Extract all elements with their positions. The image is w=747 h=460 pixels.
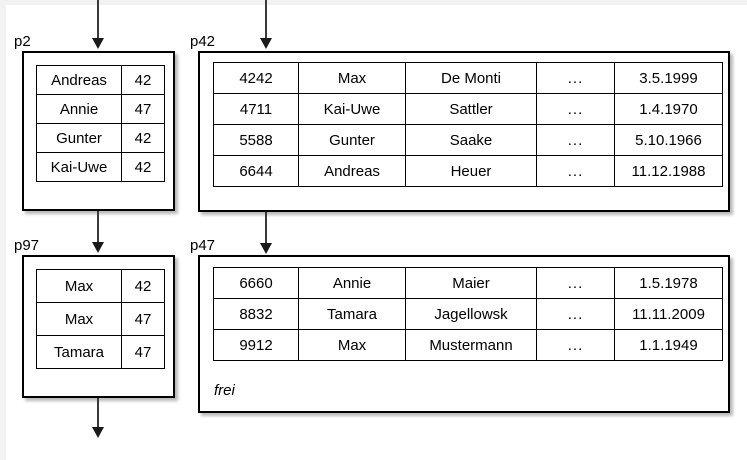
page-table-p47: 6660 Annie Maier ... 1.5.1978 8832 Tamar… bbox=[213, 267, 723, 361]
page-table-p2: Andreas 42 Annie 47 Gunter 42 Kai-Uwe 42 bbox=[36, 65, 165, 182]
cell-first: Tamara bbox=[298, 298, 406, 330]
arrow-p2-to-p97 bbox=[92, 211, 104, 256]
cell-last: De Monti bbox=[405, 62, 537, 94]
cell-date: 11.11.2009 bbox=[614, 298, 723, 330]
cell-first: Kai-Uwe bbox=[298, 93, 406, 125]
arrow-out-of-p97 bbox=[92, 398, 104, 443]
table-row: 4711 Kai-Uwe Sattler ... 1.4.1970 bbox=[213, 93, 723, 125]
cell-more: ... bbox=[536, 62, 615, 94]
cell-more: ... bbox=[536, 93, 615, 125]
page-label-p42: p42 bbox=[190, 33, 216, 50]
cell-name: Kai-Uwe bbox=[36, 152, 122, 182]
page-label-p47: p47 bbox=[190, 237, 216, 254]
cell-name: Andreas bbox=[36, 65, 122, 95]
cell-bucket: 47 bbox=[121, 94, 165, 124]
cell-date: 1.5.1978 bbox=[614, 267, 723, 299]
cell-first: Max bbox=[298, 62, 406, 94]
table-row: Max 47 bbox=[36, 302, 165, 336]
cell-last: Saake bbox=[405, 124, 537, 156]
cell-id: 4242 bbox=[213, 62, 299, 94]
cell-date: 11.12.1988 bbox=[614, 155, 723, 187]
table-row: 6660 Annie Maier ... 1.5.1978 bbox=[213, 267, 723, 299]
arrow-into-p42 bbox=[260, 0, 272, 50]
cell-id: 5588 bbox=[213, 124, 299, 156]
cell-more: ... bbox=[536, 298, 615, 330]
cell-name: Annie bbox=[36, 94, 122, 124]
table-row: Annie 47 bbox=[36, 94, 165, 124]
cell-date: 5.10.1966 bbox=[614, 124, 723, 156]
cell-bucket: 42 bbox=[121, 65, 165, 95]
table-row: Tamara 47 bbox=[36, 335, 165, 369]
page-margin-left bbox=[0, 0, 6, 460]
cell-bucket: 47 bbox=[121, 302, 165, 336]
cell-last: Heuer bbox=[405, 155, 537, 187]
arrow-p42-to-p47 bbox=[260, 212, 272, 257]
arrow-into-p2 bbox=[92, 0, 104, 50]
cell-first: Max bbox=[298, 329, 406, 361]
cell-first: Gunter bbox=[298, 124, 406, 156]
page-margin-top bbox=[0, 0, 747, 5]
cell-bucket: 42 bbox=[121, 152, 165, 182]
cell-last: Mustermann bbox=[405, 329, 537, 361]
cell-name: Max bbox=[36, 269, 122, 303]
table-row: 6644 Andreas Heuer ... 11.12.1988 bbox=[213, 155, 723, 187]
cell-more: ... bbox=[536, 329, 615, 361]
table-row: Max 42 bbox=[36, 269, 165, 303]
cell-more: ... bbox=[536, 155, 615, 187]
cell-bucket: 47 bbox=[121, 335, 165, 369]
page-table-p97: Max 42 Max 47 Tamara 47 bbox=[36, 269, 165, 369]
table-row: 4242 Max De Monti ... 3.5.1999 bbox=[213, 62, 723, 94]
cell-more: ... bbox=[536, 124, 615, 156]
table-row: Kai-Uwe 42 bbox=[36, 152, 165, 182]
cell-id: 8832 bbox=[213, 298, 299, 330]
cell-name: Gunter bbox=[36, 123, 122, 153]
table-row: 8832 Tamara Jagellowsk ... 11.11.2009 bbox=[213, 298, 723, 330]
cell-last: Sattler bbox=[405, 93, 537, 125]
cell-date: 1.4.1970 bbox=[614, 93, 723, 125]
free-space-label: frei bbox=[214, 382, 235, 399]
cell-date: 1.1.1949 bbox=[614, 329, 723, 361]
cell-id: 6644 bbox=[213, 155, 299, 187]
cell-first: Annie bbox=[298, 267, 406, 299]
cell-bucket: 42 bbox=[121, 123, 165, 153]
page-label-p97: p97 bbox=[14, 237, 40, 254]
cell-first: Andreas bbox=[298, 155, 406, 187]
table-row: 9912 Max Mustermann ... 1.1.1949 bbox=[213, 329, 723, 361]
cell-last: Jagellowsk bbox=[405, 298, 537, 330]
cell-id: 9912 bbox=[213, 329, 299, 361]
table-row: Andreas 42 bbox=[36, 65, 165, 95]
cell-more: ... bbox=[536, 267, 615, 299]
cell-bucket: 42 bbox=[121, 269, 165, 303]
cell-name: Max bbox=[36, 302, 122, 336]
cell-name: Tamara bbox=[36, 335, 122, 369]
page-table-p42: 4242 Max De Monti ... 3.5.1999 4711 Kai-… bbox=[213, 62, 723, 187]
cell-date: 3.5.1999 bbox=[614, 62, 723, 94]
table-row: Gunter 42 bbox=[36, 123, 165, 153]
page-label-p2: p2 bbox=[14, 33, 31, 50]
cell-last: Maier bbox=[405, 267, 537, 299]
table-row: 5588 Gunter Saake ... 5.10.1966 bbox=[213, 124, 723, 156]
cell-id: 6660 bbox=[213, 267, 299, 299]
cell-id: 4711 bbox=[213, 93, 299, 125]
